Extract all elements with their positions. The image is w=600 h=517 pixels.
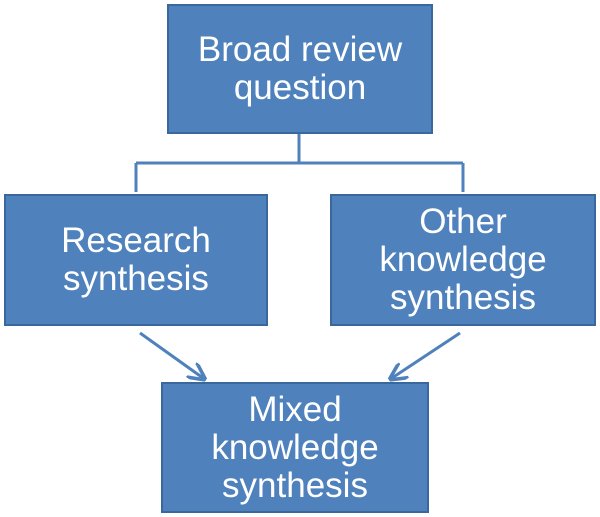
- node-other-knowledge-synthesis: Other knowledge synthesis: [330, 194, 596, 326]
- node-research-synthesis: Research synthesis: [4, 194, 268, 326]
- node-bottom-text: Mixed knowledge synthesis: [211, 389, 379, 505]
- node-mixed-knowledge-synthesis: Mixed knowledge synthesis: [161, 382, 429, 513]
- arrow-left-to-bottom: [139, 331, 203, 378]
- node-left-text: Research synthesis: [61, 222, 211, 298]
- node-top-line-2: question: [233, 68, 367, 107]
- node-right-line-3: synthesis: [390, 278, 536, 317]
- node-right-line-1: Other: [419, 202, 507, 241]
- node-right-line-2: knowledge: [379, 240, 547, 279]
- node-bottom-line-2: knowledge: [211, 427, 379, 467]
- node-bottom-line-1: Mixed: [248, 389, 342, 429]
- node-right-text: Other knowledge synthesis: [379, 203, 546, 317]
- node-broad-review-question: Broad review question: [167, 4, 433, 134]
- node-top-text: Broad review question: [198, 31, 402, 107]
- node-left-line-1: Research: [61, 221, 211, 260]
- node-top-line-1: Broad review: [197, 30, 403, 69]
- node-bottom-line-3: synthesis: [222, 465, 368, 505]
- node-left-line-2: synthesis: [63, 259, 209, 298]
- arrow-right-to-bottom: [392, 331, 461, 378]
